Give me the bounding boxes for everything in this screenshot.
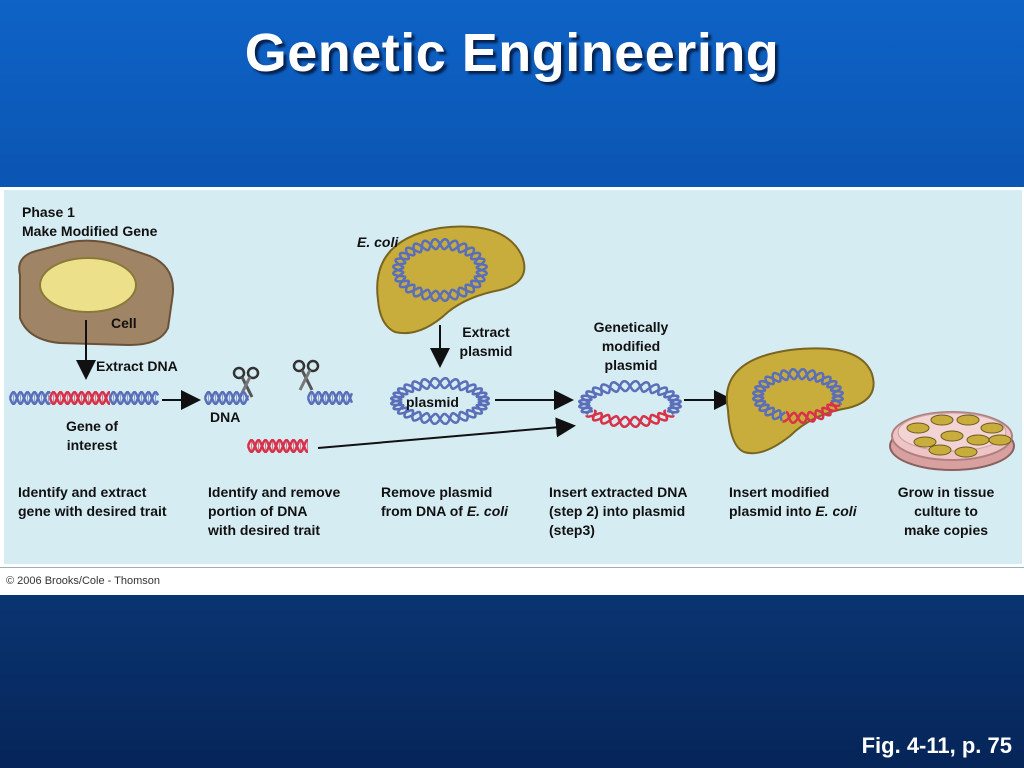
extract-plasmid-line1: Extract — [462, 324, 510, 340]
petri-bacterium — [988, 434, 1012, 446]
petri-bacterium — [928, 444, 952, 456]
petri-bacterium — [906, 422, 930, 434]
step-6-line2: culture to — [914, 503, 978, 519]
extract-dna-label: Extract DNA — [96, 358, 178, 374]
phase-description: Make Modified Gene — [22, 223, 158, 239]
extracted-plasmid — [389, 376, 491, 426]
figure-reference: Fig. 4-11, p. 75 — [861, 733, 1012, 758]
gm-plasmid-line2: modified — [601, 338, 661, 354]
step-6-line1: Grow in tissue — [897, 484, 995, 500]
step-1-line1: Identify and extract — [18, 484, 147, 500]
ecoli-label: E. coli — [357, 234, 399, 250]
step-4-line3: (step3) — [549, 522, 595, 538]
gene-label-line2: interest — [66, 437, 118, 453]
extract-plasmid-line2: plasmid — [459, 343, 513, 359]
cell-label: Cell — [111, 315, 137, 331]
step-5-line2-text: plasmid into — [729, 503, 816, 519]
ecoli-bacterium-modified — [725, 347, 875, 455]
step-2-line1: Identify and remove — [208, 484, 341, 500]
dna-strands — [8, 237, 844, 454]
step-5-line1: Insert modified — [729, 484, 830, 500]
modified-plasmid — [577, 379, 683, 429]
copyright-divider — [0, 567, 1024, 568]
step-5-line2-ecoli: E. coli — [815, 503, 857, 519]
petri-bacteria — [906, 414, 1012, 458]
extracted-gene-strand — [246, 438, 308, 454]
dna-cut-right — [306, 390, 354, 406]
step-3-line1: Remove plasmid — [381, 484, 493, 500]
step-3-line2-ecoli: E. coli — [466, 503, 509, 519]
petri-bacterium — [980, 422, 1004, 434]
petri-bacterium — [913, 436, 937, 448]
step-3-line2-text: from DNA of — [381, 503, 467, 519]
gm-plasmid-line1: Genetically — [593, 319, 669, 335]
step-6-line3: make copies — [903, 522, 989, 538]
plasmid-label: plasmid — [406, 394, 459, 410]
step-1-line2: gene with desired trait — [18, 503, 167, 519]
petri-bacterium — [930, 414, 954, 426]
gm-plasmid-line3: plasmid — [604, 357, 658, 373]
step-4-caption: Insert extracted DNA (step 2) into plasm… — [549, 483, 688, 540]
gene-of-interest-label: Gene of interest — [50, 417, 134, 455]
dna-strand-right — [108, 390, 160, 406]
step-6-caption: Grow in tissue culture to make copies — [884, 483, 1008, 540]
dna-cut-left — [203, 390, 250, 406]
gm-plasmid-label: Genetically modified plasmid — [576, 318, 686, 375]
petri-bacterium — [954, 446, 978, 458]
dna-label: DNA — [210, 409, 241, 425]
step-2-line3: with desired trait — [208, 522, 321, 538]
slide-title: Genetic Engineering — [244, 23, 780, 83]
cell-illustration — [18, 239, 174, 347]
extract-plasmid-label: Extract plasmid — [446, 323, 526, 361]
step-2-caption: Identify and remove portion of DNA with … — [208, 483, 340, 540]
petri-bacterium — [966, 434, 990, 446]
gene-label-line1: Gene of — [65, 418, 119, 434]
dna-strand-left — [8, 390, 51, 406]
petri-bacterium — [956, 414, 980, 426]
step-3-caption: Remove plasmid from DNA of E. coli — [381, 483, 508, 521]
step-5-line2: plasmid into E. coli — [729, 502, 857, 521]
petri-bacterium — [940, 430, 964, 442]
step-5-caption: Insert modified plasmid into E. coli — [729, 483, 857, 521]
step-4-line2: (step 2) into plasmid — [549, 503, 686, 519]
copyright-text: © 2006 Brooks/Cole - Thomson — [6, 575, 161, 587]
step-1-caption: Identify and extract gene with desired t… — [18, 483, 167, 521]
phase-heading: Phase 1 Make Modified Gene — [22, 203, 157, 241]
gene-of-interest-strand — [48, 390, 110, 406]
plasmid-in-modified-ecoli — [752, 367, 844, 425]
scissors-icon — [292, 359, 320, 391]
phase-number: Phase 1 — [22, 204, 75, 220]
plasmid-in-ecoli — [392, 237, 488, 303]
step-2-line2: portion of DNA — [208, 503, 308, 519]
step-3-line2: from DNA of E. coli — [381, 502, 508, 521]
step-4-line1: Insert extracted DNA — [549, 484, 688, 500]
arrow-insert-gene — [317, 417, 576, 449]
